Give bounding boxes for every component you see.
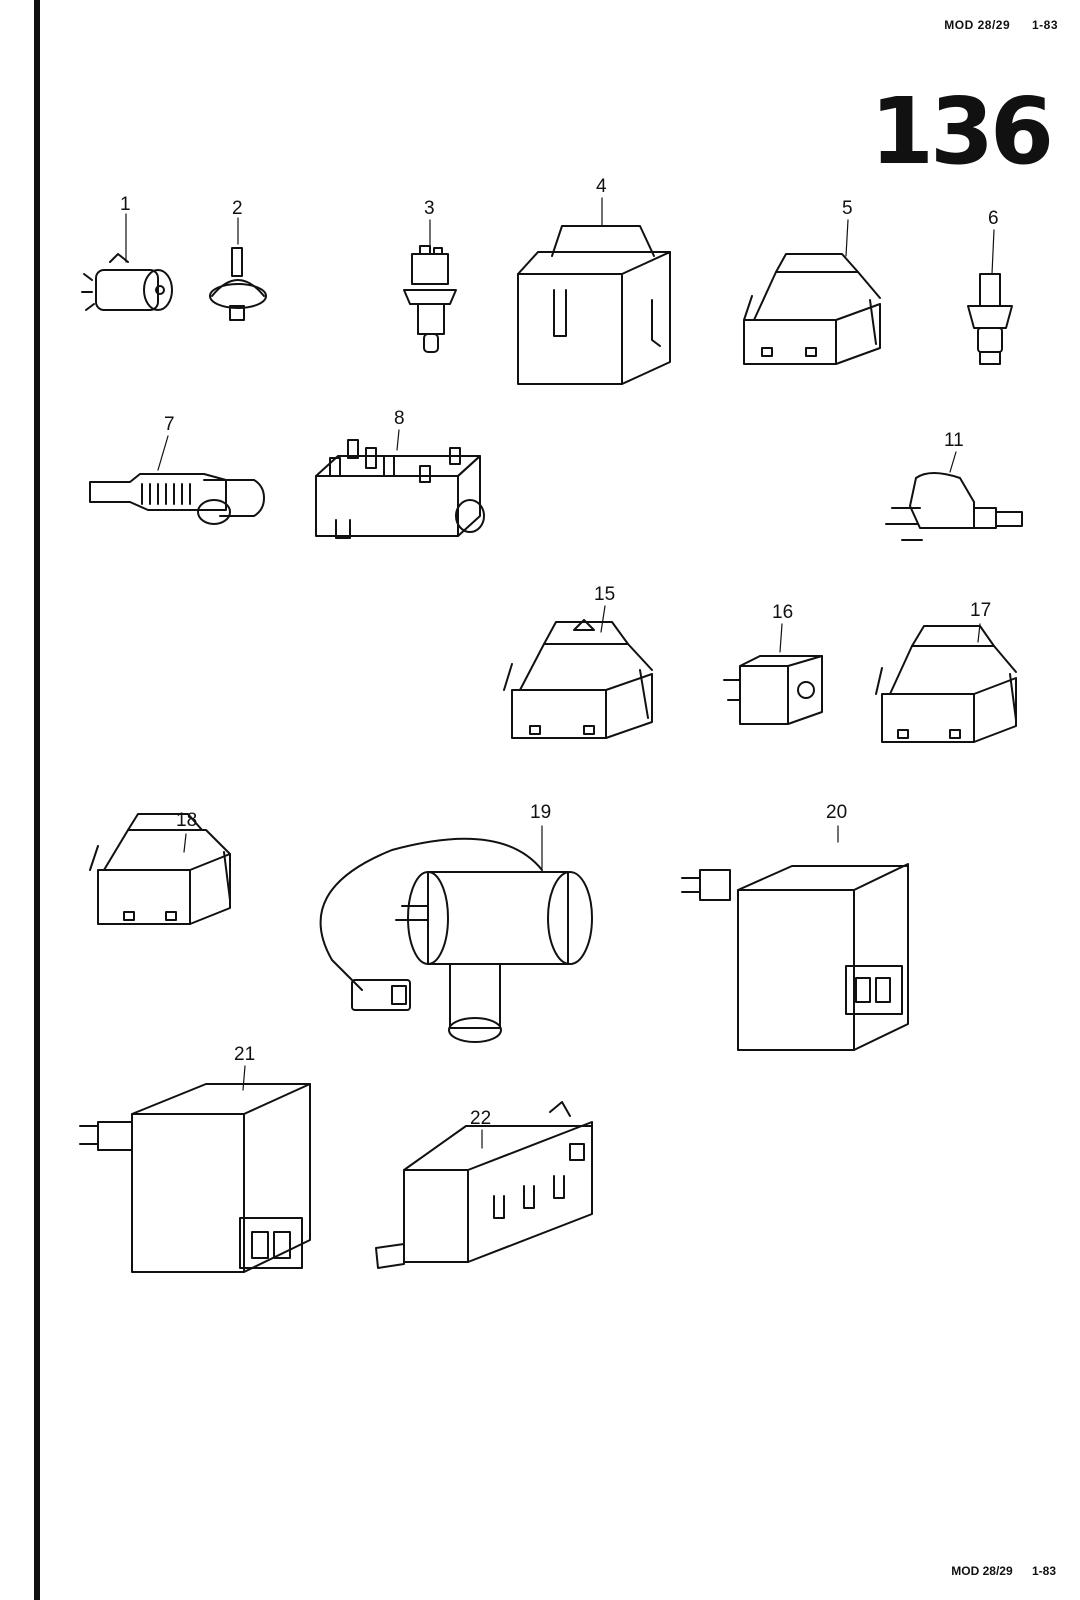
- callout-16: 16: [772, 602, 794, 623]
- callout-3: 3: [424, 198, 435, 219]
- callout-5: 5: [842, 198, 853, 219]
- callout-22: 22: [470, 1108, 492, 1129]
- part-8-terminal-block: [315, 439, 485, 539]
- part-1-ignition-switch: [81, 253, 173, 311]
- callout-15: 15: [594, 584, 616, 605]
- part-20-control-unit: [681, 863, 909, 1051]
- binding-edge: [34, 0, 40, 1600]
- part-11-rotary-switch: [885, 472, 1023, 541]
- header-date: 1-83: [1031, 18, 1058, 32]
- callout-17: 17: [970, 600, 992, 621]
- part-19-horn-motor: [319, 837, 593, 1043]
- part-18-rocker-switch: [89, 813, 231, 925]
- part-16-small-switch: [723, 655, 823, 725]
- part-3-temperature-sender: [403, 245, 457, 353]
- callout-6: 6: [988, 208, 999, 229]
- part-15-hazard-switch: [503, 619, 653, 739]
- callout-11: 11: [944, 430, 964, 451]
- part-22-relay-box: [375, 1101, 593, 1269]
- part-2-pressure-switch: [209, 247, 267, 321]
- page-footer: MOD 28/29 1-83: [951, 1564, 1056, 1578]
- part-6-thermo-switch: [967, 273, 1013, 365]
- leader-lines: [125, 197, 995, 1149]
- callout-20: 20: [826, 802, 848, 823]
- page-header: MOD 28/29 1-83: [944, 18, 1058, 32]
- callout-21: 21: [234, 1044, 256, 1065]
- header-model: MOD 28/29: [944, 18, 1011, 32]
- part-5-rocker-switch: [743, 253, 881, 365]
- callout-19: 19: [530, 802, 552, 823]
- part-7-door-contact: [89, 473, 265, 525]
- footer-date: 1-83: [1031, 1564, 1056, 1578]
- footer-model: MOD 28/29: [951, 1564, 1013, 1578]
- callout-8: 8: [394, 408, 405, 429]
- callout-2: 2: [232, 198, 243, 219]
- page-number: 136: [869, 78, 1054, 185]
- callout-1: 1: [120, 194, 131, 215]
- callout-7: 7: [164, 414, 175, 435]
- part-21-control-unit: [79, 1083, 311, 1273]
- part-17-rocker-switch: [875, 625, 1017, 743]
- part-4-relay-switch: [517, 225, 671, 385]
- callout-18: 18: [176, 810, 198, 831]
- callout-4: 4: [596, 176, 607, 197]
